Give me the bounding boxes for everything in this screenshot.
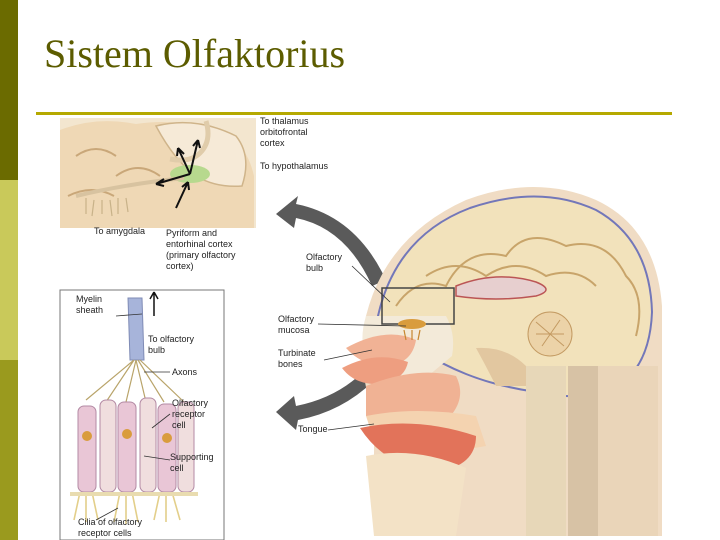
label-to-olfactory-bulb: To olfactory bulb <box>148 334 195 355</box>
slide-title: Sistem Olfaktorius <box>44 31 346 76</box>
label-olfactory-bulb: Olfactory bulb <box>306 252 343 273</box>
title-underline <box>36 112 672 115</box>
head-section <box>342 187 662 536</box>
pathway-arrows <box>276 196 400 430</box>
label-tongue: Tongue <box>298 424 328 434</box>
olfactory-system-illustration: To thalamus orbitofrontal cortex To hypo… <box>56 116 666 540</box>
label-receptor-cell: Olfactory receptor cell <box>172 398 209 430</box>
label-axons: Axons <box>172 367 198 377</box>
label-olfactory-mucosa: Olfactory mucosa <box>278 314 315 335</box>
label-to-hypothalamus: To hypothalamus <box>260 161 329 171</box>
leader-lines <box>317 265 407 431</box>
label-pyriform-cortex: Pyriform and entorhinal cortex (primary … <box>166 228 236 271</box>
label-to-thalamus: To thalamus orbitofrontal cortex <box>260 116 309 148</box>
sidebar-band-middle <box>0 180 18 360</box>
label-supporting-cell: Supporting cell <box>170 452 214 473</box>
label-turbinate-bones: Turbinate bones <box>278 348 316 369</box>
label-cilia: Cilia of olfactory receptor cells <box>78 517 143 538</box>
receptor-inset <box>59 289 225 540</box>
sidebar-band-bottom <box>0 360 18 540</box>
label-to-amygdala: To amygdala <box>94 226 146 236</box>
anatomy-drawing <box>59 118 662 540</box>
brain-inset <box>60 118 256 228</box>
label-myelin-sheath: Myelin sheath <box>76 294 104 315</box>
sidebar-band-top <box>0 0 18 180</box>
